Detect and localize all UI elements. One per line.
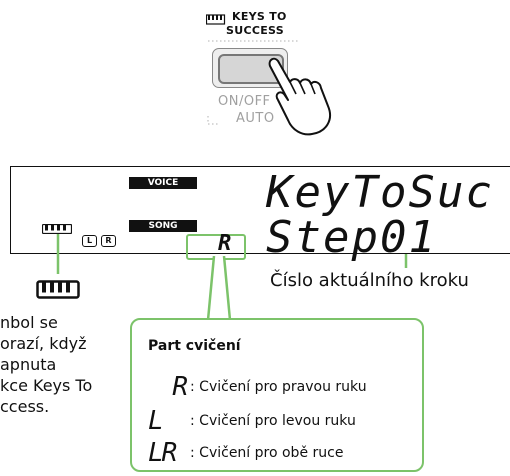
legend-row-left: L : Cvičení pro levou ruku bbox=[148, 408, 356, 434]
legend-text: : Cvičení pro levou ruku bbox=[190, 413, 356, 429]
step-pointer bbox=[404, 254, 408, 268]
right-hand-indicator: R bbox=[101, 235, 116, 247]
legend-symbol: LR bbox=[148, 438, 177, 468]
left-note-line: nbol se bbox=[0, 313, 58, 332]
legend-symbol: L bbox=[148, 406, 164, 436]
left-note-line: ccess. bbox=[0, 397, 50, 416]
left-note: nbol se orazí, když apnuta kce Keys To c… bbox=[0, 312, 92, 417]
legend-row-right: R : Cvičení pro pravou ruku bbox=[148, 372, 367, 402]
part-callout: Part cvičení R : Cvičení pro pravou ruku… bbox=[130, 318, 424, 472]
left-note-line: apnuta bbox=[0, 355, 57, 374]
button-frame-lines bbox=[207, 40, 300, 125]
keyboard-large-icon bbox=[36, 280, 80, 299]
step-caption: Číslo aktuálního kroku bbox=[270, 270, 469, 291]
voice-badge: VOICE bbox=[129, 177, 197, 189]
kts-title-line2: SUCCESS bbox=[226, 24, 284, 37]
left-note-line: kce Keys To bbox=[0, 376, 93, 395]
keyboard-icon bbox=[206, 14, 226, 25]
kts-title-line1: KEYS TO bbox=[232, 10, 287, 23]
legend-row-both: LR : Cvičení pro obě ruce bbox=[148, 440, 343, 466]
lcd-line-2: Step01 bbox=[266, 212, 437, 263]
left-hand-indicator: L bbox=[82, 235, 97, 247]
lcd-line-1: KeyToSuc bbox=[266, 167, 494, 218]
legend-text: : Cvičení pro obě ruce bbox=[190, 445, 344, 461]
pointing-hand-icon bbox=[268, 57, 331, 136]
on-off-label: ON/OFF bbox=[218, 94, 271, 109]
song-badge: SONG bbox=[129, 220, 197, 232]
callout-pointer bbox=[206, 256, 232, 321]
keyboard-indicator-icon bbox=[42, 224, 72, 234]
left-note-line: orazí, když bbox=[0, 334, 87, 353]
keyboard-indicator-pointer bbox=[56, 234, 60, 274]
callout-title: Part cvičení bbox=[148, 338, 241, 354]
part-indicator: R bbox=[218, 231, 234, 256]
auto-label: AUTO bbox=[236, 111, 275, 126]
legend-text: : Cvičení pro pravou ruku bbox=[190, 379, 367, 395]
lcd-display-frame bbox=[10, 166, 510, 254]
legend-symbol: R bbox=[172, 372, 188, 402]
